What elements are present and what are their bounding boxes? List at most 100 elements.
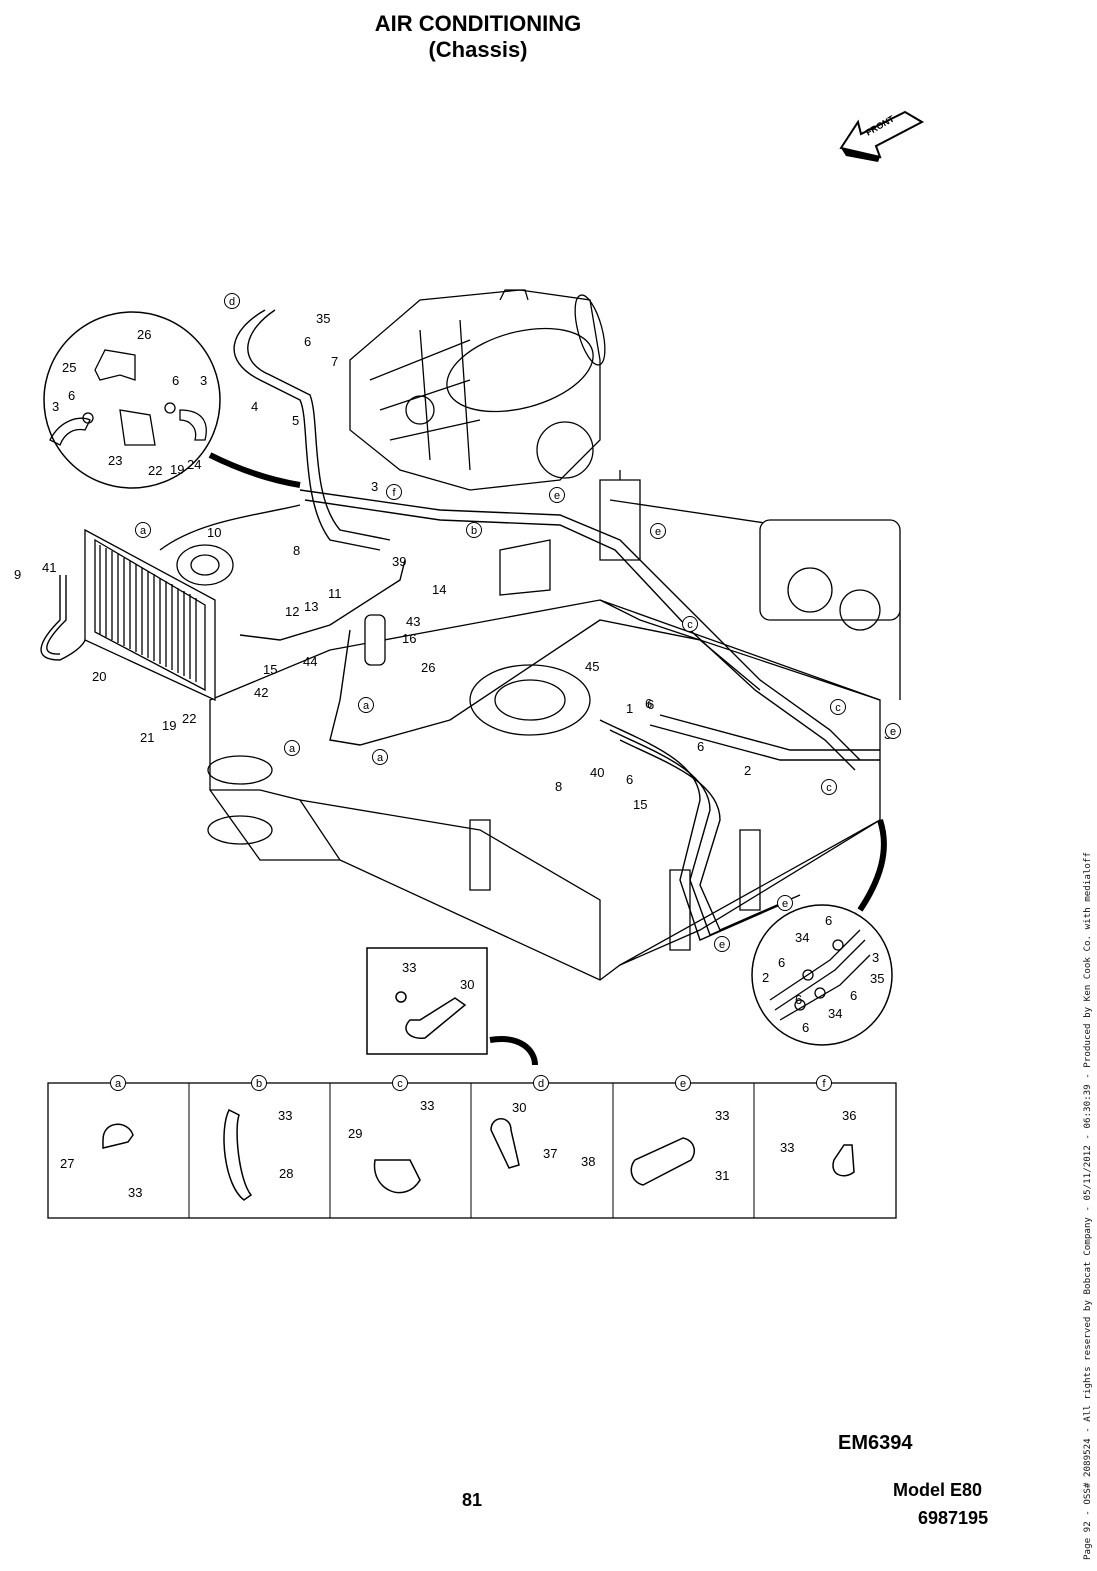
page-number: 81 [462,1490,483,1510]
detail-panel-letter-c: c [392,1075,408,1091]
callout-7: 7 [331,354,338,369]
callout-letter-a: a [358,697,374,713]
inset-callout-3: 3 [200,373,207,388]
detail-panel-letter-a: a [110,1075,126,1091]
callout-15: 15 [263,662,277,677]
detail-callout-33: 33 [420,1098,434,1113]
figure-code: EM6394 [838,1432,913,1454]
detail-callout-33: 33 [715,1108,729,1123]
inset-callout-35: 35 [870,971,884,986]
detail-panel-letter-f: f [816,1075,832,1091]
detail-callout-27: 27 [60,1156,74,1171]
callout-42: 42 [254,685,268,700]
callout-letter-e: e [885,723,901,739]
inset-callout-6: 6 [802,1020,809,1035]
inset-leader-clip [489,1036,538,1066]
part-number: 6987195 [918,1508,989,1528]
detail-callout-37: 37 [543,1146,557,1161]
detail-panel-letter-d: d [533,1075,549,1091]
callout-45: 45 [585,659,599,674]
detail-part-shape [490,1118,520,1169]
svg-text:e: e [680,1078,686,1090]
detail-part-shape [102,1123,134,1149]
callout-9: 9 [14,567,21,582]
callout-11: 11 [328,586,342,601]
callout-6: 6 [647,697,654,712]
clip-callout-33: 33 [402,960,416,975]
inset-callout-3: 3 [52,399,59,414]
svg-text:e: e [782,898,788,910]
svg-text:f: f [392,487,396,499]
inset-callout-22: 22 [148,463,162,478]
chassis-frame [207,470,901,981]
callout-26: 26 [421,660,435,675]
callout-15: 15 [633,797,647,812]
detail-panel-letter-e: e [675,1075,691,1091]
callout-4: 4 [251,399,258,414]
svg-text:a: a [115,1078,122,1090]
detail-panel-letter-b: b [251,1075,267,1091]
callout-letter-b: b [466,522,482,538]
callout-letter-e: e [777,895,793,911]
detail-callout-30: 30 [512,1100,526,1115]
inset-callout-6: 6 [68,388,75,403]
svg-text:e: e [890,726,896,738]
inset-callout-26: 26 [137,327,151,342]
clip-callout-30: 30 [460,977,474,992]
callout-letter-c: c [821,779,837,795]
callout-letter-a: a [372,749,388,765]
svg-text:e: e [554,490,560,502]
inset-callout-6: 6 [172,373,179,388]
inset-callout-3: 3 [872,950,879,965]
callout-22: 22 [182,711,196,726]
callout-letter-c: c [830,699,846,715]
callout-44: 44 [303,654,317,669]
svg-text:c: c [835,702,841,714]
callout-40: 40 [590,765,604,780]
callout-12: 12 [285,604,299,619]
inset-clip-parts [395,991,467,1039]
callout-20: 20 [92,669,106,684]
svg-text:e: e [655,526,661,538]
svg-text:c: c [687,619,693,631]
detail-callout-33: 33 [780,1140,794,1155]
svg-text:a: a [140,525,147,537]
callout-10: 10 [207,525,221,540]
svg-text:b: b [256,1078,262,1090]
detail-part-shape [630,1137,695,1186]
callout-5: 5 [292,413,299,428]
callout-41: 41 [42,560,56,575]
page-subtitle: (Chassis) [428,37,528,62]
callout-8: 8 [555,779,562,794]
callout-6: 6 [626,772,633,787]
detail-panel-strip [47,1082,897,1219]
callout-35: 35 [316,311,330,326]
callout-43: 43 [406,614,420,629]
svg-text:a: a [363,700,370,712]
inset-clip-box [366,947,488,1055]
inset-callout-6: 6 [825,913,832,928]
detail-part-shape [832,1144,855,1177]
inset-top-left-parts [49,349,207,446]
detail-panel-a: a 27 33 [60,1075,142,1200]
callout-6: 6 [304,334,311,349]
svg-text:d: d [538,1078,544,1090]
callout-19: 19 [162,718,176,733]
condenser [84,528,234,702]
svg-text:b: b [471,525,477,537]
callout-8: 8 [293,543,300,558]
callout-letter-e: e [650,523,666,539]
detail-callout-33: 33 [128,1185,142,1200]
callout-letter-a: a [284,740,300,756]
detail-callout-31: 31 [715,1168,729,1183]
inset-leader-top-left [208,452,301,488]
inset-circle-right [751,904,893,1046]
